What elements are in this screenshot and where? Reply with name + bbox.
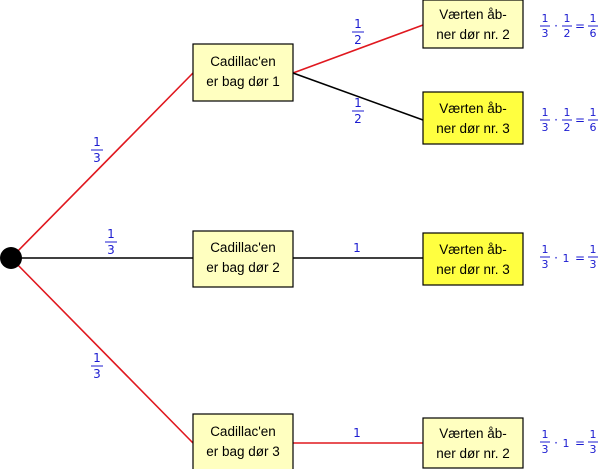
result-1-b-num: 1 [564,12,571,25]
result-2-a-den: 3 [542,121,549,134]
label-root-car-3-den: 3 [93,367,101,381]
label-car-2-host-2: 1 [353,241,361,255]
result-3-b: 1 [563,252,570,265]
result-3-c-den: 3 [590,258,597,271]
label-car-1-host-1b-num: 1 [354,96,362,110]
node-host-1b-line2: ner dør nr. 3 [436,121,510,136]
node-host-2-line1: Værten åb- [439,242,507,257]
node-host-1a-line1: Værten åb- [439,7,507,22]
result-2-b-den: 2 [564,121,571,134]
label-root-car-2-num: 1 [107,227,115,241]
node-host-3: Værten åb- ner dør nr. 2 [422,417,524,469]
result-3: 1 3 · 1 = 1 3 [540,243,598,271]
result-2-c-den: 6 [590,121,597,134]
label-root-car-2-den: 3 [107,243,115,257]
result-3-c-num: 1 [590,243,597,256]
node-host-2: Værten åb- ner dør nr. 3 [422,232,524,286]
label-car-1-host-1b-den: 2 [354,112,362,126]
label-root-car-3: 1 3 [91,351,103,381]
result-3-a-den: 3 [542,258,549,271]
result-3-equals: = [575,251,585,265]
label-car-1-host-1a-num: 1 [354,17,362,31]
result-4-b: 1 [563,437,570,450]
label-root-car-1-den: 3 [93,151,101,165]
node-car-3: Cadillac'en er bag dør 3 [192,413,294,469]
result-2-b-num: 1 [564,106,571,119]
node-car-1-line1: Cadillac'en [210,54,276,69]
result-1: 1 3 · 1 2 = 1 6 [540,12,598,40]
result-1-b-den: 2 [564,27,571,40]
label-root-car-1: 1 3 [91,135,103,165]
result-2-dot: · [554,113,558,127]
edge-car-1-host-1a [292,24,424,74]
result-1-a-num: 1 [542,12,549,25]
root-node [0,247,22,269]
result-1-c-den: 6 [590,27,597,40]
node-host-2-line2: ner dør nr. 3 [436,262,510,277]
edge-root-car-1 [10,72,194,259]
result-2-equals: = [575,113,585,127]
label-car-1-host-1a: 1 2 [352,17,364,47]
result-1-dot: · [554,19,558,33]
result-2-c-num: 1 [590,106,597,119]
label-car-1-host-1b: 1 2 [352,96,364,126]
edge-root-car-3 [10,257,194,444]
result-3-dot: · [554,251,558,265]
result-4-a-den: 3 [542,443,549,456]
result-1-equals: = [575,19,585,33]
node-host-3-line2: ner dør nr. 2 [436,446,510,461]
result-4: 1 3 · 1 = 1 3 [540,428,598,456]
node-host-1a: Værten åb- ner dør nr. 2 [422,0,524,49]
node-host-1b: Værten åb- ner dør nr. 3 [422,91,524,145]
node-car-2-line1: Cadillac'en [210,240,276,255]
node-host-3-line1: Værten åb- [439,426,507,441]
label-root-car-1-num: 1 [93,135,101,149]
result-2-a-num: 1 [542,106,549,119]
result-4-c-den: 3 [590,443,597,456]
node-car-3-line1: Cadillac'en [210,424,276,439]
result-3-a-num: 1 [542,243,549,256]
result-2: 1 3 · 1 2 = 1 6 [540,106,598,134]
result-1-c-num: 1 [590,12,597,25]
label-car-1-host-1a-den: 2 [354,33,362,47]
node-car-1: Cadillac'en er bag dør 1 [192,43,294,102]
node-host-1a-line2: ner dør nr. 2 [436,27,510,42]
result-4-equals: = [575,436,585,450]
label-car-3-host-3: 1 [353,426,361,440]
result-4-c-num: 1 [590,428,597,441]
label-root-car-2: 1 3 [105,227,117,257]
node-car-3-line2: er bag dør 3 [206,444,280,459]
node-car-1-line2: er bag dør 1 [206,74,280,89]
edge-car-1-host-1b [292,72,424,121]
node-host-1b-line1: Værten åb- [439,101,507,116]
result-1-a-den: 3 [542,27,549,40]
node-car-2: Cadillac'en er bag dør 2 [192,230,294,288]
result-4-dot: · [554,436,558,450]
label-root-car-3-num: 1 [93,351,101,365]
node-car-2-line2: er bag dør 2 [206,260,280,275]
result-4-a-num: 1 [542,428,549,441]
